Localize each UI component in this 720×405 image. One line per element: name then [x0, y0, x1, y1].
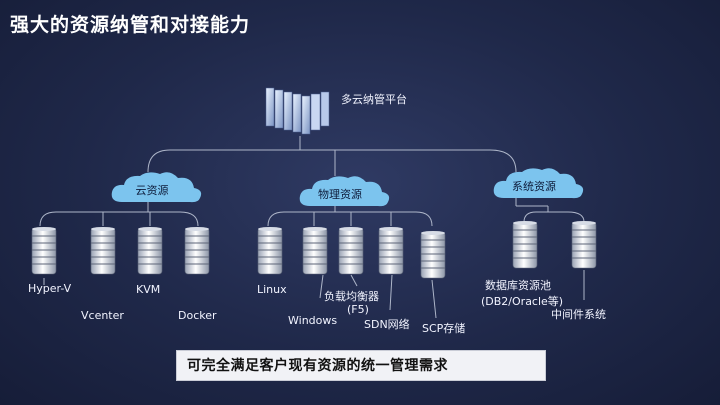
server-label-docker: Docker — [178, 309, 217, 322]
server-icon — [90, 226, 116, 276]
server-label-db-pool: 数据库资源池 — [485, 279, 551, 292]
server-label-db-types: (DB2/Oracle等) — [481, 295, 564, 308]
server-icon — [571, 220, 597, 270]
page-title: 强大的资源纳管和对接能力 — [10, 14, 251, 36]
server-icon — [302, 226, 328, 276]
server-icon — [184, 226, 210, 276]
cloud-icon — [493, 168, 584, 199]
server-rack-icon — [265, 87, 330, 135]
group-label-system: 系统资源 — [512, 180, 556, 193]
server-label-scp: SCP存储 — [422, 322, 466, 335]
server-icon — [512, 220, 538, 270]
platform-label: 多云纳管平台 — [341, 93, 407, 106]
server-label-sdn: SDN网络 — [364, 318, 410, 331]
server-label-linux: Linux — [257, 283, 287, 296]
server-label-f5: (F5) — [347, 303, 369, 316]
cloud-icon — [299, 176, 390, 207]
cloud-icon — [111, 172, 202, 203]
server-label-vcenter: Vcenter — [81, 309, 124, 322]
group-label-physical: 物理资源 — [318, 188, 362, 201]
server-icon — [31, 226, 57, 276]
server-label-hyperv: Hyper-V — [28, 282, 72, 295]
server-label-windows: Windows — [288, 314, 338, 327]
server-icon — [338, 226, 364, 276]
server-label-kvm: KVM — [136, 283, 161, 296]
summary-banner: 可完全满足客户现有资源的统一管理需求 — [176, 350, 546, 381]
server-label-load-balancer: 负载均衡器 — [324, 290, 379, 303]
server-icon — [257, 226, 283, 276]
server-icon — [420, 230, 446, 280]
server-icon — [378, 226, 404, 276]
server-label-middleware: 中间件系统 — [551, 308, 606, 321]
group-label-cloud: 云资源 — [135, 184, 169, 197]
server-icon — [137, 226, 163, 276]
